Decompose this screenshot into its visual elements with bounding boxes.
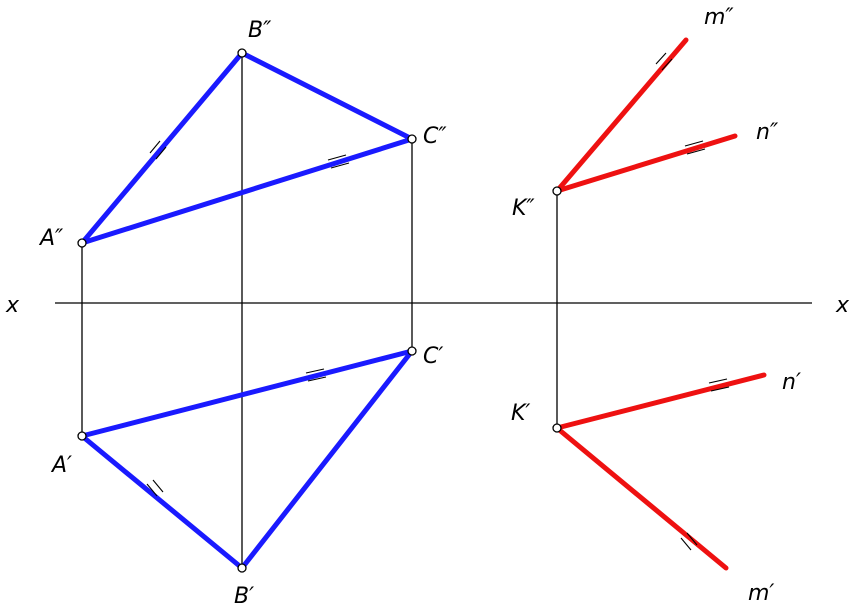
point-k2 <box>552 186 562 196</box>
edge-b2-c2 <box>239 50 415 142</box>
edge-a1-b1 <box>79 433 245 571</box>
point-c2 <box>407 134 417 144</box>
label-m2: m″ <box>704 5 734 30</box>
parallel-mark-n2 <box>684 140 706 155</box>
label-k2: K″ <box>512 196 535 221</box>
label-c1: C′ <box>423 344 443 369</box>
label-b1: B′ <box>234 584 254 609</box>
axis-label-right: x <box>835 293 850 318</box>
lines-front-projection <box>554 37 738 194</box>
parallel-mark-n1 <box>708 378 730 392</box>
line-m1 <box>554 425 729 571</box>
triangle-top-projection <box>79 348 415 571</box>
point-c1 <box>407 346 417 356</box>
parallel-mark-a1b1 <box>146 479 164 497</box>
label-a2: A″ <box>38 226 64 251</box>
triangle-front-projection <box>79 50 415 246</box>
parallel-mark-a2b2 <box>149 140 167 160</box>
label-m1: m′ <box>748 581 774 606</box>
edge-a2-c2 <box>79 136 415 246</box>
parallel-mark-a1c1 <box>305 368 327 382</box>
label-b2: B″ <box>248 18 272 43</box>
label-n1: n′ <box>782 370 801 395</box>
point-a2 <box>77 238 87 248</box>
edge-a1-c1 <box>79 348 415 439</box>
parallel-mark-m1 <box>680 532 698 551</box>
parallel-mark-a2c2 <box>327 154 350 169</box>
parallel-mark-m2 <box>655 52 673 71</box>
label-n2: n″ <box>756 120 779 145</box>
label-c2: C″ <box>423 124 447 149</box>
point-a1 <box>77 431 87 441</box>
point-b2 <box>237 48 247 58</box>
edge-c1-b1 <box>239 348 415 571</box>
parallel-marks <box>146 52 730 551</box>
line-n2 <box>554 133 738 194</box>
axis-label-left: x <box>5 293 20 318</box>
label-a1: A′ <box>50 453 72 478</box>
point-k1 <box>552 423 562 433</box>
points <box>77 48 562 573</box>
edge-a2-b2 <box>79 50 245 246</box>
point-b1 <box>237 563 247 573</box>
line-n1 <box>554 372 767 431</box>
line-m2 <box>554 37 689 194</box>
lines-top-projection <box>554 372 767 571</box>
label-k1: K′ <box>511 401 530 426</box>
